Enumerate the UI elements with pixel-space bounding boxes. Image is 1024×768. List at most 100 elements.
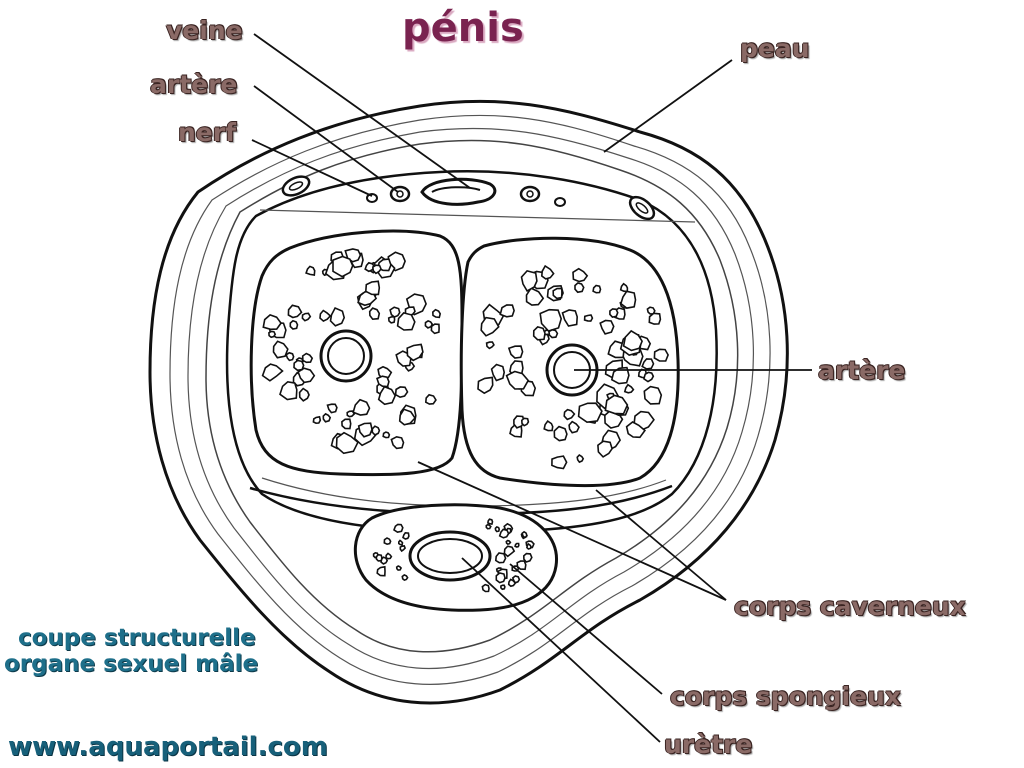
tissue-cavity	[399, 545, 407, 553]
tissue-cavity	[539, 308, 563, 332]
tissue-cavity	[298, 387, 310, 402]
tissue-cavity	[389, 306, 401, 318]
skin-layer-1	[169, 114, 771, 685]
tissue-cavity	[561, 309, 579, 327]
tissue-cavity	[653, 348, 669, 362]
tissue-cavity	[335, 431, 359, 455]
tissue-cavity	[424, 393, 437, 405]
tissue-cavity	[623, 383, 635, 394]
label-veine: veine	[166, 16, 243, 45]
tissue-cavity	[287, 304, 303, 319]
website-url[interactable]: www.aquaportail.com	[8, 732, 328, 762]
tissue-cavity	[395, 565, 403, 571]
caption-line-1: coupe structurelle	[18, 625, 256, 651]
tissue-cavity	[532, 326, 546, 341]
tissue-cavity	[431, 308, 442, 319]
tissue-cavity	[625, 421, 646, 439]
tissue-cavity	[430, 323, 440, 335]
tissue-cavity	[319, 309, 332, 323]
tunica-albuginea	[225, 170, 718, 534]
label-artere-top: artère	[150, 70, 238, 99]
tissue-cavity	[641, 358, 655, 370]
tissue-cavity	[272, 340, 289, 359]
tissue-cavity	[382, 431, 391, 439]
tissue-cavity	[371, 264, 382, 275]
tissue-cavity	[301, 352, 314, 364]
tissue-cavity	[376, 565, 386, 577]
tissue-cavity	[352, 398, 371, 416]
tissue-cavity	[610, 366, 630, 385]
tissue-cavity	[507, 345, 524, 359]
tissue-cavity	[293, 359, 305, 372]
tissue-cavity	[368, 307, 381, 321]
tissue-cavity	[503, 545, 516, 558]
tissue-cavity	[551, 455, 568, 470]
tissue-cavity	[406, 343, 424, 362]
label-uretre: urètre	[664, 730, 753, 759]
tissue-cavity	[398, 408, 417, 426]
tissue-cavity	[526, 542, 532, 550]
dorsal-nerve-right	[554, 197, 566, 207]
tissue-cavity	[592, 284, 602, 294]
tissue-cavity	[498, 528, 510, 539]
tissue-cavity	[357, 422, 373, 438]
tissue-cavity	[261, 363, 284, 382]
tissue-cavity	[346, 410, 356, 418]
tissue-cavity	[540, 264, 555, 280]
tissue-cavity	[548, 328, 559, 339]
tissue-cavity	[329, 306, 346, 327]
tissue-cavity	[619, 290, 637, 309]
tissue-cavity	[401, 573, 409, 581]
tissue-cavity	[387, 315, 396, 324]
tissue-cavity	[507, 578, 517, 588]
tissue-cavity	[552, 287, 563, 300]
tissue-cavity	[477, 376, 494, 395]
dorsal-nerve-left	[366, 193, 378, 203]
tissue-cavity	[522, 552, 533, 563]
superficial-vein-left	[281, 175, 311, 197]
tissue-cavity	[577, 402, 603, 424]
tissue-cavity	[563, 408, 576, 421]
tissue-cavity	[481, 583, 490, 593]
tissue-cavity	[394, 386, 409, 399]
tissue-cavity	[487, 518, 494, 526]
tissue-cavity	[543, 420, 554, 432]
tissue-cavity	[305, 265, 316, 277]
tissue-cavity	[521, 530, 528, 539]
tissue-cavity	[604, 394, 629, 415]
tissue-cavity	[494, 552, 507, 564]
tissue-cavity	[607, 340, 625, 359]
tissue-cavity	[390, 435, 405, 450]
tissue-cavity	[505, 370, 530, 390]
tissue-cavity	[574, 282, 585, 294]
spongy-tissue-texture	[261, 248, 669, 593]
tissue-cavity	[262, 313, 282, 331]
tissue-cavity	[490, 363, 506, 382]
tissue-cavity	[568, 420, 580, 434]
tissue-cavity	[514, 542, 520, 548]
tissue-cavity	[599, 319, 615, 335]
tissue-cavity	[332, 255, 354, 278]
tissue-cavity	[576, 453, 585, 464]
tissue-cavity	[485, 523, 492, 530]
tissue-cavity	[494, 525, 501, 533]
tissue-cavity	[393, 523, 404, 534]
tissue-cavity	[326, 403, 338, 414]
tissue-cavity	[322, 412, 332, 423]
tissue-cavity	[495, 572, 506, 584]
tissue-cavity	[279, 380, 298, 401]
tissue-cavity	[499, 304, 515, 318]
tissue-cavity	[285, 351, 295, 362]
tissue-cavity	[396, 312, 416, 331]
tissue-cavity	[525, 287, 545, 306]
superficial-vein-right	[628, 195, 656, 221]
tissue-cavity	[376, 375, 390, 388]
tissue-cavity	[520, 417, 530, 427]
tissue-cavity	[480, 316, 500, 337]
tissue-cavity	[609, 308, 619, 318]
tissue-cavity	[424, 320, 434, 329]
label-peau: peau	[740, 34, 810, 63]
tissue-cavity	[553, 425, 568, 442]
